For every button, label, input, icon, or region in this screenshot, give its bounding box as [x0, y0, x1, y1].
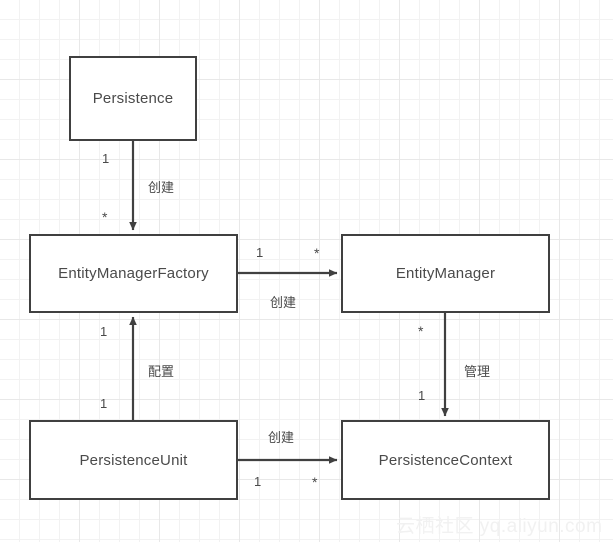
mult-persistence-unit-creates-persistence-context-source: 1: [254, 474, 262, 489]
node-persistence[interactable]: Persistence: [69, 56, 197, 141]
node-persistence-context-label: PersistenceContext: [378, 451, 513, 469]
mult-persistence-unit-creates-persistence-context-target: *: [312, 474, 318, 490]
node-persistence-unit[interactable]: PersistenceUnit: [29, 420, 238, 500]
watermark: 云栖社区 yq.aliyun.com: [396, 516, 603, 537]
edge-label-em-manages-persistence-context: 管理: [464, 364, 491, 379]
node-entity-manager-factory-label: EntityManagerFactory: [58, 265, 209, 282]
mult-persistence-creates-emf-target: *: [102, 209, 108, 225]
mult-persistence-unit-configures-emf-target: 1: [100, 324, 108, 339]
node-persistence-context[interactable]: PersistenceContext: [341, 420, 550, 500]
mult-em-manages-persistence-context-source: *: [418, 323, 424, 339]
edge-label-persistence-creates-emf: 创建: [148, 180, 175, 195]
mult-em-manages-persistence-context-target: 1: [418, 388, 426, 403]
edge-label-persistence-unit-creates-persistence-context: 创建: [268, 430, 295, 445]
node-entity-manager-factory[interactable]: EntityManagerFactory: [29, 234, 238, 313]
edge-label-emf-creates-em: 创建: [270, 295, 297, 310]
mult-persistence-creates-emf-source: 1: [102, 151, 110, 166]
edge-label-persistence-unit-configures-emf: 配置: [148, 364, 175, 379]
node-persistence-unit-label: PersistenceUnit: [79, 451, 188, 469]
node-persistence-label: Persistence: [92, 90, 174, 107]
node-entity-manager[interactable]: EntityManager: [341, 234, 550, 313]
node-entity-manager-label: EntityManager: [395, 265, 496, 282]
mult-emf-creates-em-target: *: [314, 245, 320, 261]
mult-emf-creates-em-source: 1: [256, 245, 264, 260]
mult-persistence-unit-configures-emf-source: 1: [100, 396, 108, 411]
